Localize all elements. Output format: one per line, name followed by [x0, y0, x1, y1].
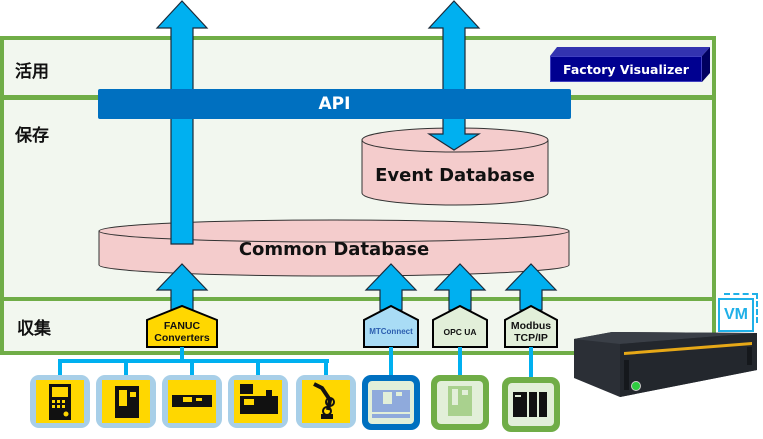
arrow-up-fanuc	[155, 263, 209, 311]
arrow-up-modbus	[504, 263, 558, 311]
layer-collect-label: 収集	[17, 319, 51, 339]
arrow-up-opcua	[433, 263, 487, 311]
mtconnect-badge	[363, 304, 419, 348]
event-database-label: Event Database	[375, 165, 535, 186]
modbus-line1: Modbus	[510, 320, 552, 332]
mtconnect-label: MTConnect	[369, 327, 413, 336]
common-database-cylinder	[98, 219, 570, 277]
device-injection-molding-machine[interactable]	[228, 375, 288, 428]
industrial-pc-icon	[574, 332, 757, 397]
arrow-up-mtconnect	[364, 263, 418, 311]
fanuc-device-bus	[58, 347, 533, 380]
opcua-label: OPC UA	[443, 327, 477, 337]
device-lathe[interactable]	[162, 375, 222, 428]
fanuc-converters-line1: FANUC	[163, 320, 201, 332]
factory-visualizer-box-top	[550, 47, 710, 56]
device-robot-arm[interactable]	[296, 375, 356, 428]
fanuc-converters-label: FANUC Converters	[147, 320, 217, 344]
layer-utilize-label: 活用	[15, 62, 49, 82]
vm-badge: VM	[718, 298, 754, 332]
vm-dashed-outline	[724, 293, 758, 323]
layer-store-label: 保存	[15, 126, 49, 146]
common-database-label: Common Database	[238, 239, 430, 260]
event-database-cylinder	[361, 127, 549, 206]
api-bar: API	[98, 89, 571, 119]
fanuc-converters-badge	[146, 304, 218, 348]
arrow-bidirectional-right	[426, 0, 482, 151]
factory-visualizer-box-side	[702, 47, 710, 82]
device-machining-center[interactable]	[96, 375, 156, 428]
device-modbus-plc[interactable]	[502, 377, 560, 432]
modbus-badge	[504, 304, 558, 348]
factory-visualizer-box[interactable]: Factory Visualizer	[550, 56, 702, 82]
fanuc-converters-line2: Converters	[154, 332, 210, 344]
opcua-badge	[432, 304, 488, 348]
device-mtconnect-lathe[interactable]	[362, 375, 420, 430]
arrow-up-left	[155, 0, 209, 245]
modbus-label: Modbus TCP/IP	[505, 320, 557, 344]
device-opcua-machining-center[interactable]	[431, 375, 489, 430]
modbus-line2: TCP/IP	[514, 332, 548, 344]
device-cnc-controller[interactable]	[30, 375, 90, 428]
